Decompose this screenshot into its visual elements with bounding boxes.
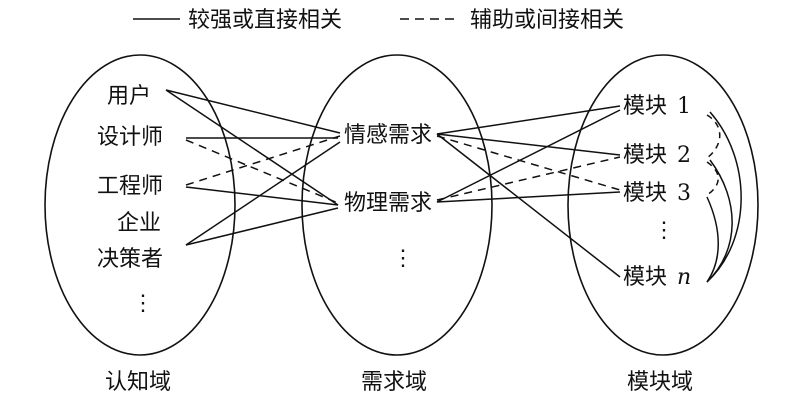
link-user-physical bbox=[165, 89, 339, 206]
arc-module2-modulen bbox=[706, 159, 733, 283]
cognition-domain-ellipse bbox=[44, 54, 236, 356]
link-emotional-modulen bbox=[436, 133, 621, 278]
link-physical-module2-dashed bbox=[436, 156, 621, 201]
demand-item-emotional: 情感需求 bbox=[344, 123, 432, 148]
link-physical-module3 bbox=[436, 191, 621, 203]
domain-title-cognition: 认知域 bbox=[105, 370, 171, 395]
link-engineer-physical bbox=[185, 186, 339, 206]
module-item-n-num: n bbox=[677, 265, 691, 290]
cognition-item-ellipsis: ⋮ bbox=[132, 291, 154, 316]
module-item-2: 模块 2 bbox=[623, 143, 691, 168]
module-item-2-text: 模块 bbox=[623, 143, 667, 168]
module-item-n: 模块 n bbox=[623, 265, 691, 290]
link-engineer-emotional-dashed bbox=[185, 135, 341, 186]
legend-dashed-label: 辅助或间接相关 bbox=[470, 8, 624, 33]
cognition-item-user: 用户 bbox=[107, 84, 151, 109]
module-item-n-text: 模块 bbox=[623, 265, 667, 290]
cognition-item-engineer: 工程师 bbox=[97, 174, 163, 199]
module-item-1: 模块 1 bbox=[623, 94, 691, 119]
module-item-1-num: 1 bbox=[677, 94, 691, 119]
link-user-emotional bbox=[165, 89, 341, 134]
arc-module1-module2-dashed bbox=[706, 114, 721, 159]
domain-title-module: 模块域 bbox=[627, 370, 693, 395]
arc-module3-modulen bbox=[706, 196, 719, 283]
legend-solid-label: 较强或直接相关 bbox=[188, 8, 342, 33]
demand-item-physical: 物理需求 bbox=[344, 191, 432, 216]
link-emotional-module1 bbox=[436, 105, 621, 135]
module-item-3-text: 模块 bbox=[623, 181, 667, 206]
cognition-item-enterprise: 企业 bbox=[117, 211, 161, 236]
module-domain-ellipse bbox=[567, 54, 759, 356]
module-item-3: 模块 3 bbox=[623, 181, 691, 206]
demand-item-ellipsis: ⋮ bbox=[392, 246, 414, 271]
link-physical-module1 bbox=[436, 109, 621, 203]
demand-domain-ellipse bbox=[301, 54, 493, 356]
cognition-item-decision-maker: 决策者 bbox=[97, 247, 163, 272]
arc-module1-modulen bbox=[706, 111, 742, 283]
module-item-1-text: 模块 bbox=[623, 94, 667, 119]
module-item-3-num: 3 bbox=[677, 181, 691, 206]
link-decisionmaker-physical bbox=[185, 207, 339, 246]
cognition-item-designer: 设计师 bbox=[97, 125, 163, 150]
arc-module2-module3-dashed bbox=[706, 161, 719, 196]
link-emotional-module2 bbox=[436, 133, 621, 156]
link-emotional-module3-dashed bbox=[436, 135, 621, 191]
link-decisionmaker-emotional bbox=[185, 141, 341, 246]
module-item-2-num: 2 bbox=[677, 143, 691, 168]
module-item-ellipsis: ⋮ bbox=[653, 218, 675, 243]
domain-title-demand: 需求域 bbox=[361, 370, 427, 395]
